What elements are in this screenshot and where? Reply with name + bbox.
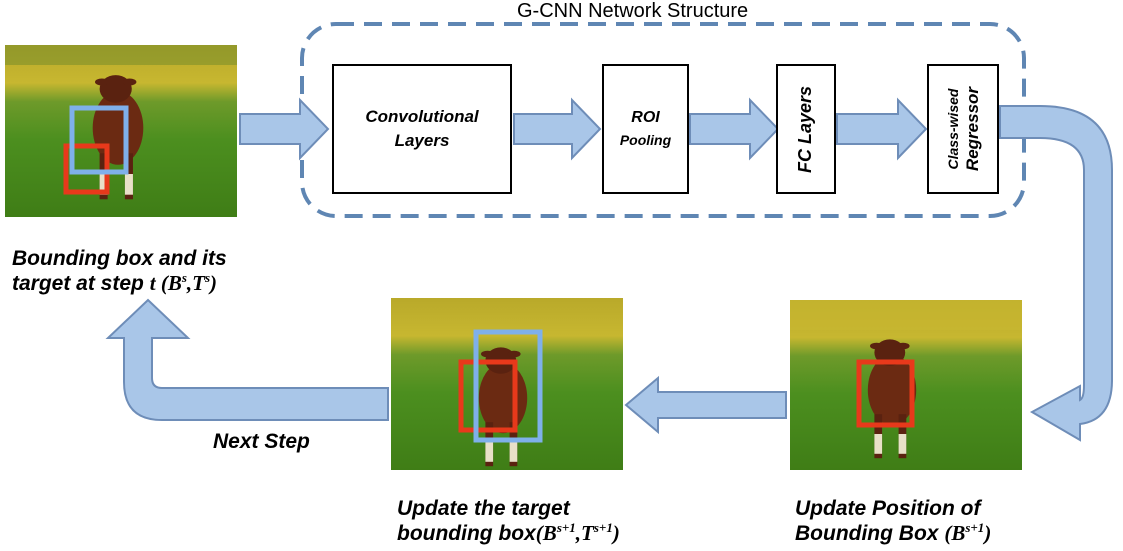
regressor-label-line2: Regressor bbox=[963, 86, 983, 172]
math-sup1: s+1 bbox=[556, 520, 576, 535]
caption-update-target: Update the target bounding box(Bs+1,Ts+1… bbox=[397, 496, 620, 546]
updated-position-image bbox=[790, 300, 1022, 470]
math-T: T bbox=[581, 521, 594, 545]
math-open: ( bbox=[944, 521, 952, 545]
caption-step-t-text: target at step bbox=[12, 272, 144, 295]
math-close: ) bbox=[210, 271, 218, 295]
regressor-label-line1: Class-wised bbox=[945, 88, 962, 170]
caption-update-position-line1: Update Position of bbox=[795, 497, 981, 520]
caption-update-target-math: (Bs+1,Ts+1) bbox=[536, 521, 620, 545]
caption-update-target-text: bounding box bbox=[397, 522, 536, 545]
fc-label: FC Layers bbox=[795, 85, 816, 173]
fc-layers-block: FC Layers bbox=[776, 64, 836, 194]
caption-step-t-line1: Bounding box and its bbox=[12, 247, 227, 270]
caption-update-position: Update Position of Bounding Box (Bs+1) bbox=[795, 496, 991, 546]
math-T: T bbox=[192, 271, 205, 295]
caption-next-step: Next Step bbox=[213, 430, 310, 453]
arrow-conv-to-roi bbox=[513, 97, 602, 161]
convolutional-layers-block: Convolutional Layers bbox=[332, 64, 512, 194]
conv-label-line2: Layers bbox=[394, 131, 450, 150]
caption-step-t-math: t (Bs,Ts) bbox=[150, 271, 217, 295]
class-wised-regressor-block: Class-wised Regressor bbox=[927, 64, 999, 194]
math-sup: s+1 bbox=[965, 520, 985, 535]
math-close: ) bbox=[984, 521, 992, 545]
arrow-input-to-conv bbox=[239, 97, 330, 161]
caption-update-target-line2: bounding box(Bs+1,Ts+1) bbox=[397, 521, 620, 546]
caption-step-t-line2: target at step t (Bs,Ts) bbox=[12, 271, 227, 296]
caption-update-position-text: Bounding Box bbox=[795, 522, 939, 545]
network-title: G-CNN Network Structure bbox=[517, 0, 749, 22]
input-image bbox=[5, 45, 237, 217]
roi-label-line1: ROI bbox=[631, 109, 660, 126]
bounding-box-blue bbox=[69, 105, 129, 175]
caption-update-target-line1: Update the target bbox=[397, 497, 570, 520]
math-B: B bbox=[542, 521, 557, 545]
caption-step-t: Bounding box and its target at step t (B… bbox=[12, 246, 227, 296]
arrow-position-to-target bbox=[624, 375, 787, 435]
math-comma: , bbox=[575, 521, 582, 545]
math-sup-s1: s bbox=[181, 270, 187, 285]
conv-label-line1: Convolutional bbox=[365, 107, 479, 126]
caption-update-position-math: (Bs+1) bbox=[944, 521, 991, 545]
math-open: ( bbox=[535, 521, 543, 545]
math-comma: , bbox=[186, 271, 193, 295]
arrow-next-step bbox=[105, 298, 389, 421]
math-t: t bbox=[149, 271, 156, 295]
math-sup-s2: s bbox=[204, 270, 211, 285]
target-box-red bbox=[458, 359, 518, 433]
flow-arrows bbox=[105, 97, 1113, 442]
caption-update-position-line2: Bounding Box (Bs+1) bbox=[795, 521, 991, 546]
bounding-box-red bbox=[856, 359, 915, 428]
arrow-roi-to-fc bbox=[689, 97, 780, 161]
bounding-box-blue bbox=[473, 329, 543, 443]
math-sup2: s+1 bbox=[593, 520, 613, 535]
math-B: B bbox=[951, 521, 966, 545]
math-B: B bbox=[167, 271, 182, 295]
math-close: ) bbox=[612, 521, 620, 545]
math-open: ( bbox=[160, 271, 168, 295]
arrow-regressor-to-update bbox=[999, 105, 1113, 442]
regressor-label: Class-wised Regressor bbox=[943, 87, 983, 171]
updated-target-image bbox=[391, 298, 623, 470]
arrow-fc-to-regressor bbox=[836, 97, 928, 161]
roi-label-line2: Pooling bbox=[619, 132, 672, 148]
target-box-red bbox=[63, 143, 110, 195]
roi-pooling-block: ROI Pooling bbox=[602, 64, 689, 194]
